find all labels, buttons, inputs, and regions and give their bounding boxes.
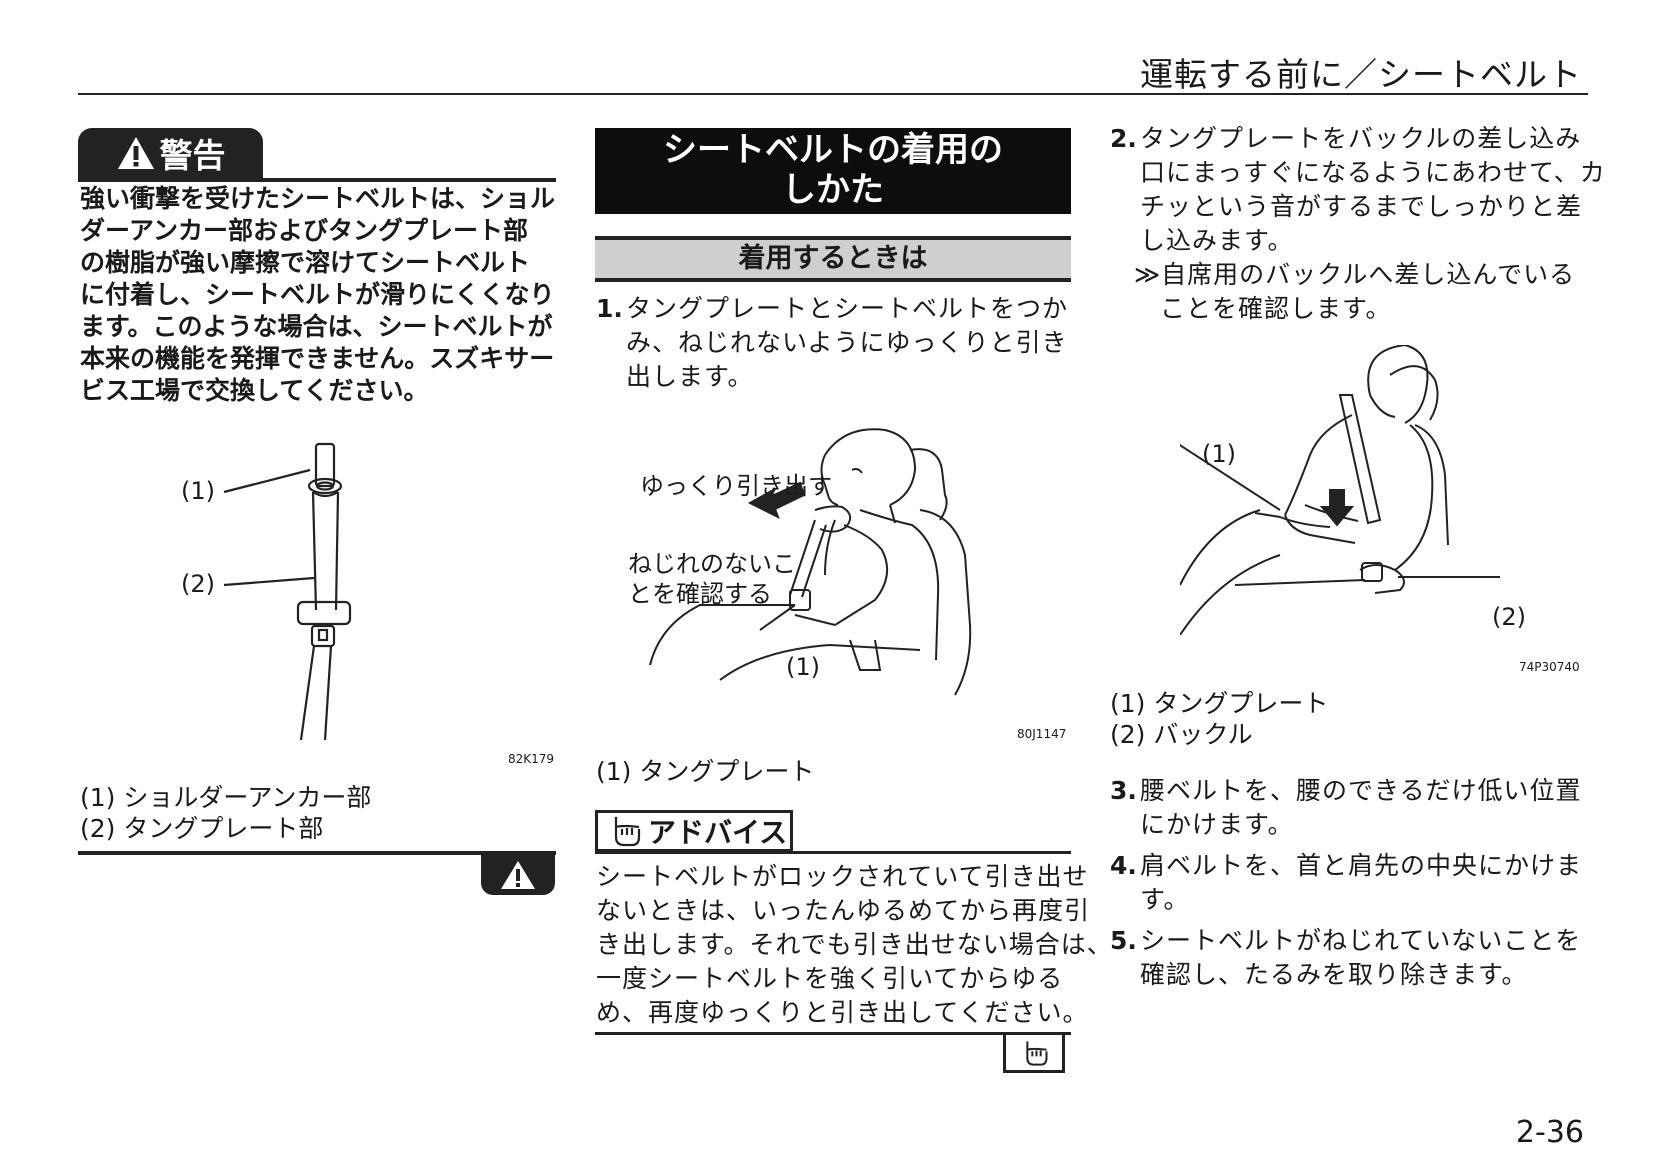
figure-legend: (1) タングプレート xyxy=(596,756,814,787)
figure-label-check: ねじれのないこ とを確認する xyxy=(628,549,796,609)
step-1: 1. タングプレートとシートベルトをつか み、ねじれないようにゆっくりと引き 出… xyxy=(596,292,1076,394)
warning-line: の樹脂が強い摩擦で溶けてシートベルト xyxy=(80,248,531,277)
figure-label-pull: ゆっくり引き出す xyxy=(640,472,832,500)
step-number: 2. xyxy=(1110,124,1137,153)
advice-end-badge xyxy=(1003,1035,1065,1073)
step-line: 肩ベルトを、首と肩先の中央にかけま xyxy=(1140,851,1583,880)
shoulder-anchor-illustration xyxy=(223,442,352,741)
step-line: シートベルトがねじれていないことを xyxy=(1140,926,1582,955)
section-title-line: しかた xyxy=(782,170,884,210)
warning-end-badge xyxy=(481,855,555,895)
step-3: 3. 腰ベルトを、腰のできるだけ低い位置 にかけます。 xyxy=(1110,774,1582,842)
warning-triangle-icon xyxy=(117,137,154,169)
warning-line: に付着し、シートベルトが滑りにくくなり xyxy=(80,280,555,309)
step-2: 2. タングプレートをバックルの差し込み 口にまっすぐになるようにあわせて、カ … xyxy=(1110,122,1606,258)
subheading-bottom-rule xyxy=(595,278,1071,282)
section-subtitle: 着用するときは xyxy=(595,240,1071,278)
step-line: チッという音がするまでしっかりと差 xyxy=(1140,192,1583,221)
figure-code: 82K179 xyxy=(508,752,555,766)
callout-label: (1) xyxy=(786,653,820,681)
advice-line: き出します。それでも引き出せない場合は、 xyxy=(596,930,1113,959)
figure-label-line: ねじれのないこ xyxy=(628,550,796,578)
header-rule xyxy=(78,93,1588,95)
step-line: 出します。 xyxy=(626,362,754,391)
callout-label: (1) xyxy=(181,477,215,505)
warning-line: 強い衝撃を受けたシートベルトは、ショル xyxy=(80,184,556,213)
step-2-note: ≫自席用のバックルへ差し込んでいる ことを確認します。 xyxy=(1134,258,1574,326)
step-line: タングプレートをバックルの差し込み xyxy=(1140,124,1582,153)
warning-label: 警告 xyxy=(159,136,226,175)
figure-code: 80J1147 xyxy=(1017,727,1067,741)
advice-line: シートベルトがロックされていて引き出せ xyxy=(596,862,1089,891)
warning-end-rule xyxy=(78,851,556,855)
warning-line: ビス工場で交換してください。 xyxy=(80,376,429,405)
step-5: 5. シートベルトがねじれていないことを 確認し、たるみを取り除きます。 xyxy=(1110,924,1582,992)
warning-top-rule xyxy=(78,178,556,182)
callout-label: (2) xyxy=(1492,603,1526,631)
step-line: す。 xyxy=(1140,885,1190,914)
callout-label: (1) xyxy=(1202,440,1236,468)
step-line: 口にまっすぐになるようにあわせて、カ xyxy=(1140,158,1606,187)
warning-triangle-icon xyxy=(501,861,535,889)
advice-line: 一度シートベルトを強く引いてからゆる xyxy=(596,964,1064,993)
advice-label: アドバイス xyxy=(648,816,788,849)
legend-item: (1) タングプレート xyxy=(1110,689,1329,718)
page-header-title: 運転する前に／シートベルト xyxy=(1140,55,1582,94)
advice-line: ないときは、いったんゆるめてから再度引 xyxy=(596,896,1091,925)
step-number: 4. xyxy=(1110,851,1137,880)
step-line: 確認し、たるみを取り除きます。 xyxy=(1140,960,1528,989)
warning-label-tab: 警告 xyxy=(78,128,263,178)
note-line: ≫自席用のバックルへ差し込んでいる xyxy=(1134,260,1576,289)
figure-label-line: とを確認する xyxy=(628,580,772,608)
section-title: シートベルトの着用の しかた xyxy=(595,128,1071,214)
advice-top-rule xyxy=(595,851,1071,854)
step-line: にかけます。 xyxy=(1140,810,1294,839)
step-line: 腰ベルトを、腰のできるだけ低い位置 xyxy=(1140,776,1582,805)
figure-legend: (1) ショルダーアンカー部 (2) タングプレート部 xyxy=(80,782,371,844)
subheading-top-rule xyxy=(595,236,1071,240)
warning-text: 強い衝撃を受けたシートベルトは、ショル ダーアンカー部およびタングプレート部 の… xyxy=(80,183,560,407)
buckle-insertion-illustration xyxy=(1180,345,1500,636)
advice-text: シートベルトがロックされていて引き出せ ないときは、いったんゆるめてから再度引 … xyxy=(596,860,1113,1030)
step-line: し込みます。 xyxy=(1140,226,1294,255)
legend-item: (2) タングプレート部 xyxy=(80,814,324,843)
step-number: 1. xyxy=(596,294,623,323)
legend-item: (1) ショルダーアンカー部 xyxy=(80,783,372,812)
step-number: 3. xyxy=(1110,776,1137,805)
legend-item: (1) タングプレート xyxy=(596,757,815,786)
legend-item: (2) バックル xyxy=(1110,720,1253,749)
callout-label: (2) xyxy=(181,570,215,598)
pointing-hand-icon xyxy=(614,817,641,847)
step-4: 4. 肩ベルトを、首と肩先の中央にかけま す。 xyxy=(1110,849,1583,917)
step-number: 5. xyxy=(1110,926,1137,955)
page-number: 2-36 xyxy=(1515,1115,1584,1150)
advice-label-box: アドバイス xyxy=(595,810,793,852)
note-line: ことを確認します。 xyxy=(1160,294,1392,323)
figure-legend: (1) タングプレート (2) バックル xyxy=(1110,688,1328,750)
pointing-hand-icon xyxy=(1026,1040,1048,1066)
pulling-belt-illustration xyxy=(649,428,972,696)
warning-line: ます。このような場合は、シートベルトが xyxy=(80,312,553,341)
advice-end-rule xyxy=(595,1032,1071,1035)
step-line: タングプレートとシートベルトをつか xyxy=(626,294,1069,323)
figure-code: 74P30740 xyxy=(1519,660,1580,674)
advice-line: め、再度ゆっくりと引き出してください。 xyxy=(596,998,1089,1027)
section-title-line: シートベルトの着用の xyxy=(663,130,1003,170)
warning-line: ダーアンカー部およびタングプレート部 xyxy=(80,216,529,245)
warning-line: 本来の機能を発揮できません。スズキサー xyxy=(80,344,555,373)
step-line: み、ねじれないようにゆっくりと引き xyxy=(626,328,1068,357)
